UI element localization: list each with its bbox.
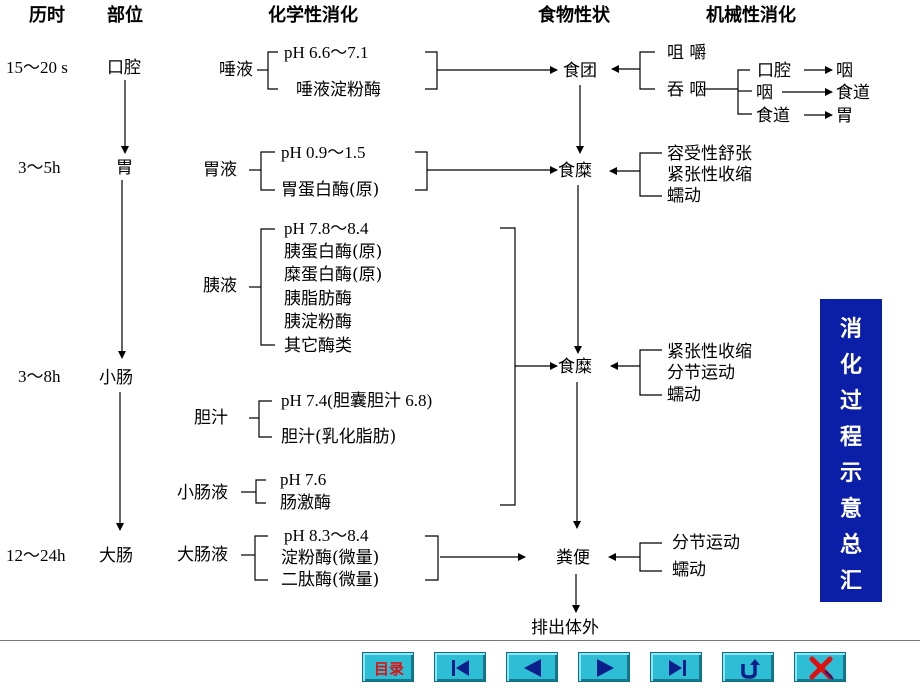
side-title-char: 意 <box>839 497 862 522</box>
bottom-divider <box>0 640 920 641</box>
mech-large-intestine-item: 蠕动 <box>672 560 706 580</box>
food-state-chyme-intestine: 食糜 <box>558 357 592 377</box>
swallow-pharynx: 咽 <box>836 61 853 81</box>
juice-gastric-name: 胃液 <box>203 160 237 180</box>
first-slide-button[interactable] <box>434 652 486 682</box>
duration-large-intestine: 12～24h <box>6 546 66 565</box>
juice-bile-ph: pH 7.4(胆囊胆汁 6.8) <box>281 391 433 410</box>
food-state-chyme-stomach: 食糜 <box>558 161 592 181</box>
mech-small-intestine-item: 蠕动 <box>667 385 701 405</box>
juice-intestinal-ph: pH 7.6 <box>280 470 327 489</box>
food-state-feces: 粪便 <box>556 548 590 568</box>
juice-pancreatic-ph: pH 7.8～8.4 <box>284 219 369 238</box>
juice-colon-ph: pH 8.3～8.4 <box>284 526 369 545</box>
juice-colon-item: 淀粉酶(微量) <box>281 548 380 568</box>
mech-stomach-item: 容受性舒张 <box>667 144 752 164</box>
juice-gastric-ph: pH 0.9～1.5 <box>281 143 366 162</box>
header-food-state: 食物性状 <box>538 5 610 26</box>
exit-button[interactable] <box>794 652 846 682</box>
mech-large-intestine-item: 分节运动 <box>672 533 740 553</box>
side-title-char: 过 <box>839 389 862 414</box>
header-mechanical: 机械性消化 <box>706 5 796 26</box>
juice-saliva-enzyme: 唾液淀粉酶 <box>296 80 381 100</box>
swallow-mouth: 口腔 <box>757 61 791 81</box>
header-duration: 历时 <box>29 5 65 26</box>
juice-colon-item: 二肽酶(微量) <box>281 570 380 590</box>
juice-saliva-name: 唾液 <box>219 60 253 80</box>
previous-slide-icon <box>524 659 541 677</box>
site-large-intestine: 大肠 <box>99 546 133 566</box>
header-site: 部位 <box>107 5 143 26</box>
site-stomach: 胃 <box>116 158 133 178</box>
juice-gastric-enzyme: 胃蛋白酶(原) <box>281 180 380 200</box>
side-title-char: 汇 <box>839 569 862 594</box>
duration-mouth: 15～20 s <box>6 58 68 77</box>
juice-pancreatic-name: 胰液 <box>203 276 237 296</box>
swallow-pharynx-2: 咽 <box>756 83 773 103</box>
juice-pancreatic-item: 胰蛋白酶(原) <box>284 242 383 262</box>
mech-small-intestine-item: 紧张性收缩 <box>667 342 752 362</box>
side-title-panel: 消 化 过 程 示 意 总 汇 <box>820 299 882 602</box>
juice-pancreatic-item: 糜蛋白酶(原) <box>284 265 383 285</box>
side-title-char: 总 <box>839 533 862 558</box>
side-title-char: 示 <box>839 461 862 486</box>
side-title-char: 程 <box>839 425 862 450</box>
mech-swallow: 吞 咽 <box>667 80 707 100</box>
juice-pancreatic-item: 胰淀粉酶 <box>284 312 352 332</box>
site-mouth: 口腔 <box>107 58 141 78</box>
swallow-stomach: 胃 <box>836 106 853 126</box>
juice-pancreatic-item: 其它酶类 <box>284 336 352 356</box>
duration-stomach: 3～5h <box>18 158 61 177</box>
excrete-label: 排出体外 <box>531 618 599 638</box>
juice-colon-name: 大肠液 <box>177 545 228 565</box>
previous-slide-button[interactable] <box>506 652 558 682</box>
swallow-esophagus: 食道 <box>836 83 870 103</box>
juice-intestinal-name: 小肠液 <box>177 483 228 503</box>
juice-pancreatic-item: 胰脂肪酶 <box>284 289 352 309</box>
juice-bile-name: 胆汁 <box>194 408 228 428</box>
juice-saliva-ph: pH 6.6～7.1 <box>284 43 369 62</box>
mech-small-intestine-item: 分节运动 <box>667 363 735 383</box>
return-button[interactable] <box>722 652 774 682</box>
side-title-char: 消 <box>839 317 862 342</box>
header-chemical: 化学性消化 <box>268 5 358 26</box>
mech-stomach-item: 蠕动 <box>667 186 701 206</box>
mech-stomach-item: 紧张性收缩 <box>667 165 752 185</box>
next-slide-icon <box>597 659 614 677</box>
side-title-char: 化 <box>839 353 862 378</box>
last-slide-button[interactable] <box>650 652 702 682</box>
duration-small-intestine: 3～8h <box>18 367 61 386</box>
next-slide-button[interactable] <box>578 652 630 682</box>
exit-icon <box>809 656 834 680</box>
toc-button-label: 目录 <box>373 660 404 678</box>
last-slide-icon <box>669 660 686 676</box>
first-slide-icon <box>452 660 469 676</box>
site-small-intestine: 小肠 <box>99 368 133 388</box>
food-state-bolus: 食团 <box>563 61 597 81</box>
swallow-esophagus-2: 食道 <box>756 106 790 126</box>
return-icon <box>741 659 760 679</box>
juice-intestinal-item: 肠激酶 <box>280 493 331 513</box>
toc-button[interactable]: 目录 <box>362 652 414 682</box>
mech-chew: 咀 嚼 <box>667 43 707 63</box>
juice-bile-item: 胆汁(乳化脂肪) <box>281 427 397 447</box>
